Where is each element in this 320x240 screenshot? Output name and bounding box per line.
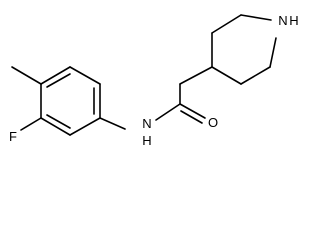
bond-pip-n1-c6 — [240, 14, 272, 21]
bond-pip-c3-c2 — [240, 66, 271, 85]
bond-ring-c5-c6 — [40, 117, 71, 136]
bond-ring-c1-c2 — [40, 66, 71, 85]
bond-pip-c4-c3 — [211, 66, 242, 85]
bond-fluorine — [20, 117, 42, 131]
bond-ring-c4-c5 — [69, 117, 101, 136]
bond-methyl — [11, 66, 42, 85]
double-bond-inner-c1-c2 — [46, 73, 71, 88]
double-bond-inner-c5-c6 — [46, 114, 71, 129]
amide-nitrogen-label: N — [142, 116, 151, 131]
bond-carbonyl-double-inner — [180, 110, 203, 124]
amide-hydrogen-label: H — [142, 133, 151, 148]
bond-carbonyl-double-outer — [179, 103, 206, 119]
carbonyl-oxygen-label: O — [208, 115, 218, 130]
bond-pip-c2-n1 — [269, 37, 277, 68]
bond-pip-c6-c5 — [211, 14, 242, 34]
bond-ch2-piperidine — [179, 66, 213, 85]
bond-nitrogen-carbonyl — [155, 103, 181, 121]
ring-hydrogen-label: H — [289, 13, 298, 28]
structure-diagram: F N H O N H — [9, 13, 299, 148]
benzene-ring — [40, 66, 101, 136]
ring-nitrogen-label: N — [278, 13, 287, 28]
piperidine-ring — [211, 14, 277, 85]
bond-aryl-nitrogen — [99, 117, 126, 130]
fluorine-label: F — [9, 129, 17, 144]
bond-ring-c2-c3 — [69, 66, 101, 85]
